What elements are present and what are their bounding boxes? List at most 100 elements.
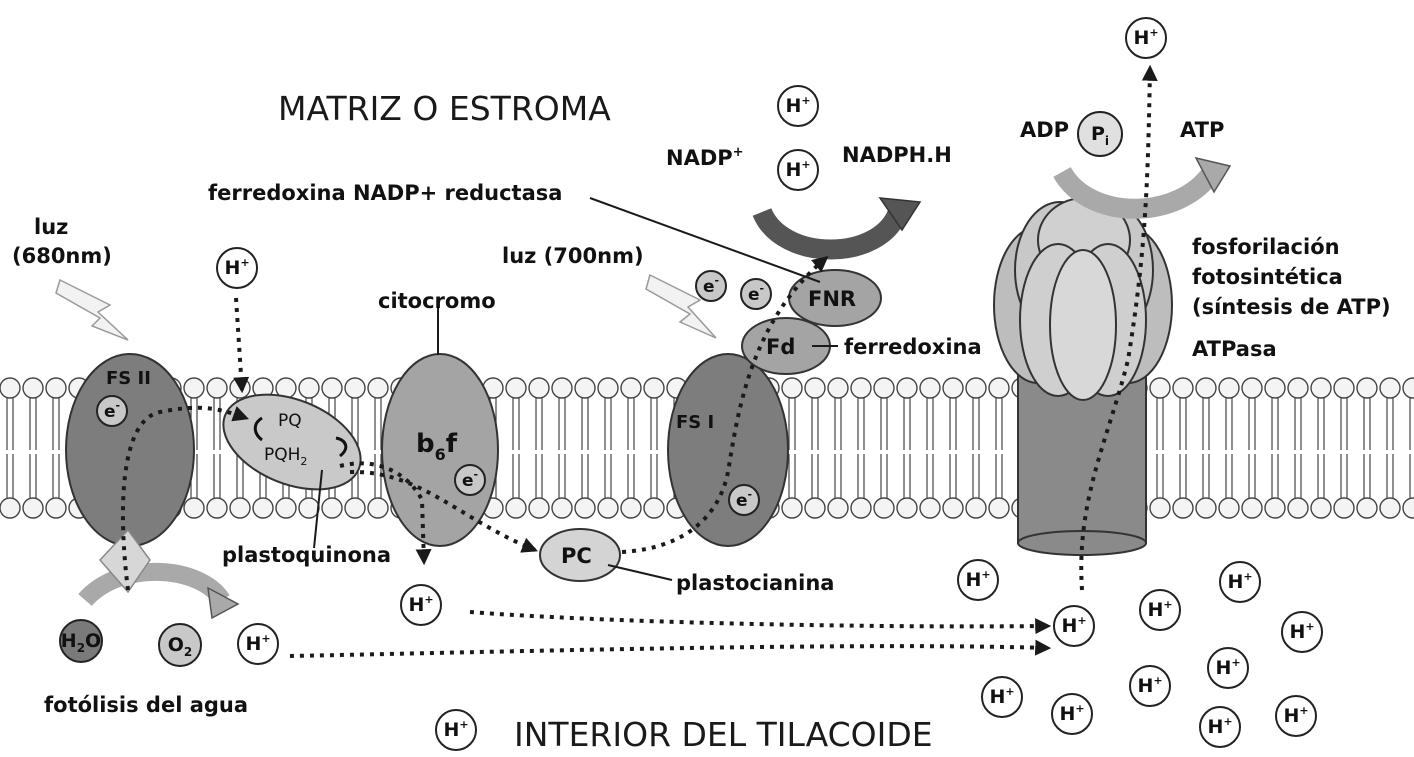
proton-badge: H+ xyxy=(436,710,476,750)
proton-badge: H+ xyxy=(1208,648,1248,688)
lipid-head xyxy=(1173,378,1193,398)
lipid-head xyxy=(230,498,250,518)
nadph-label: NADPH.H xyxy=(842,143,952,167)
lipid-head xyxy=(1219,378,1239,398)
lipid-head xyxy=(1150,378,1170,398)
lipid-head xyxy=(1288,378,1308,398)
lipid-head xyxy=(184,498,204,518)
electron-badge: e- xyxy=(741,279,771,309)
lipid-head xyxy=(1311,378,1331,398)
lipid-head xyxy=(322,378,342,398)
lipid-head xyxy=(322,498,342,518)
lipid-head xyxy=(299,498,319,518)
lipid-head xyxy=(644,498,664,518)
lipid-head xyxy=(966,498,986,518)
cytochrome-label: citocromo xyxy=(378,289,496,313)
lipid-head xyxy=(575,498,595,518)
fs2-label: FS II xyxy=(106,368,151,389)
lipid-head xyxy=(782,498,802,518)
lipid-head xyxy=(506,378,526,398)
lipid-head xyxy=(598,498,618,518)
lipid-head xyxy=(851,378,871,398)
photosystem-i xyxy=(668,354,788,546)
proton-badge: H+ xyxy=(238,624,278,664)
lipid-head xyxy=(1219,498,1239,518)
proton-badge: H+ xyxy=(1054,606,1094,646)
stroma-title: MATRIZ O ESTROMA xyxy=(278,89,611,128)
lipid-head xyxy=(920,498,940,518)
phosphorylation-line2: fotosintética xyxy=(1192,265,1343,289)
lipid-head xyxy=(1242,378,1262,398)
proton-badge: H+ xyxy=(1200,707,1240,747)
lipid-head xyxy=(805,378,825,398)
lipid-head xyxy=(46,378,66,398)
electron-badge: e- xyxy=(455,465,485,495)
proton-badge: H+ xyxy=(1126,18,1166,58)
lipid-head xyxy=(552,378,572,398)
proton-badge: H+ xyxy=(958,560,998,600)
lipid-head xyxy=(552,498,572,518)
lumen-title: INTERIOR DEL TILACOIDE xyxy=(514,715,933,754)
lipid-head xyxy=(1265,378,1285,398)
proton-badge: H+ xyxy=(1220,562,1260,602)
proton-badge: H+ xyxy=(217,248,257,288)
plastocyanin-label: plastocianina xyxy=(676,571,834,595)
lipid-head xyxy=(1334,498,1354,518)
adp-label: ADP xyxy=(1020,118,1069,142)
lipid-head xyxy=(575,378,595,398)
fnr-label: FNR xyxy=(808,287,856,311)
lipid-head xyxy=(989,378,1009,398)
lipid-head xyxy=(1380,378,1400,398)
lipid-head xyxy=(598,378,618,398)
lipid-head xyxy=(299,378,319,398)
lipid-head xyxy=(1311,498,1331,518)
lipid-head xyxy=(506,498,526,518)
lipid-head xyxy=(0,378,20,398)
proton-badge: H+ xyxy=(982,677,1022,717)
lipid-head xyxy=(989,498,1009,518)
electron-badge: e- xyxy=(729,485,759,515)
lipid-head xyxy=(828,378,848,398)
lipid-head xyxy=(943,378,963,398)
lipid-head xyxy=(23,498,43,518)
lipid-head xyxy=(368,498,388,518)
light-680-label: luz xyxy=(34,215,68,239)
nadp-label: NADP+ xyxy=(666,145,744,170)
proton-badge: H+ xyxy=(1282,612,1322,652)
atp-synthase xyxy=(994,198,1172,555)
lipid-head xyxy=(1334,378,1354,398)
phosphorylation-line1: fosforilación xyxy=(1192,235,1340,259)
lipid-head xyxy=(621,498,641,518)
lipid-head xyxy=(1242,498,1262,518)
atp-label: ATP xyxy=(1180,118,1224,142)
lipid-head xyxy=(1288,498,1308,518)
lipid-head xyxy=(345,378,365,398)
oxygen-molecule: O2 xyxy=(159,624,201,666)
lipid-head xyxy=(782,378,802,398)
electron-badge: e- xyxy=(696,271,726,301)
lipid-head xyxy=(1380,498,1400,518)
lipid-head xyxy=(1265,498,1285,518)
fs1-label: FS I xyxy=(676,412,714,433)
lipid-head xyxy=(253,498,273,518)
lipid-head xyxy=(851,498,871,518)
water-molecule: H2O xyxy=(60,620,102,662)
lipid-head xyxy=(46,498,66,518)
photolysis-arrow xyxy=(85,572,222,600)
plastocyanin-pointer xyxy=(608,565,672,580)
lipid-head xyxy=(23,378,43,398)
lipid-head xyxy=(1357,498,1377,518)
lipid-head xyxy=(805,498,825,518)
lipid-head xyxy=(345,498,365,518)
lipid-head xyxy=(920,378,940,398)
proton-badge: H+ xyxy=(401,585,441,625)
lipid-head xyxy=(529,378,549,398)
light-bolt-icon xyxy=(56,280,128,340)
lipid-head xyxy=(943,498,963,518)
pc-label: PC xyxy=(561,544,592,568)
lipid-head xyxy=(207,498,227,518)
lipid-head xyxy=(368,378,388,398)
electron-badge: e- xyxy=(97,396,127,426)
lipid-head xyxy=(0,498,20,518)
